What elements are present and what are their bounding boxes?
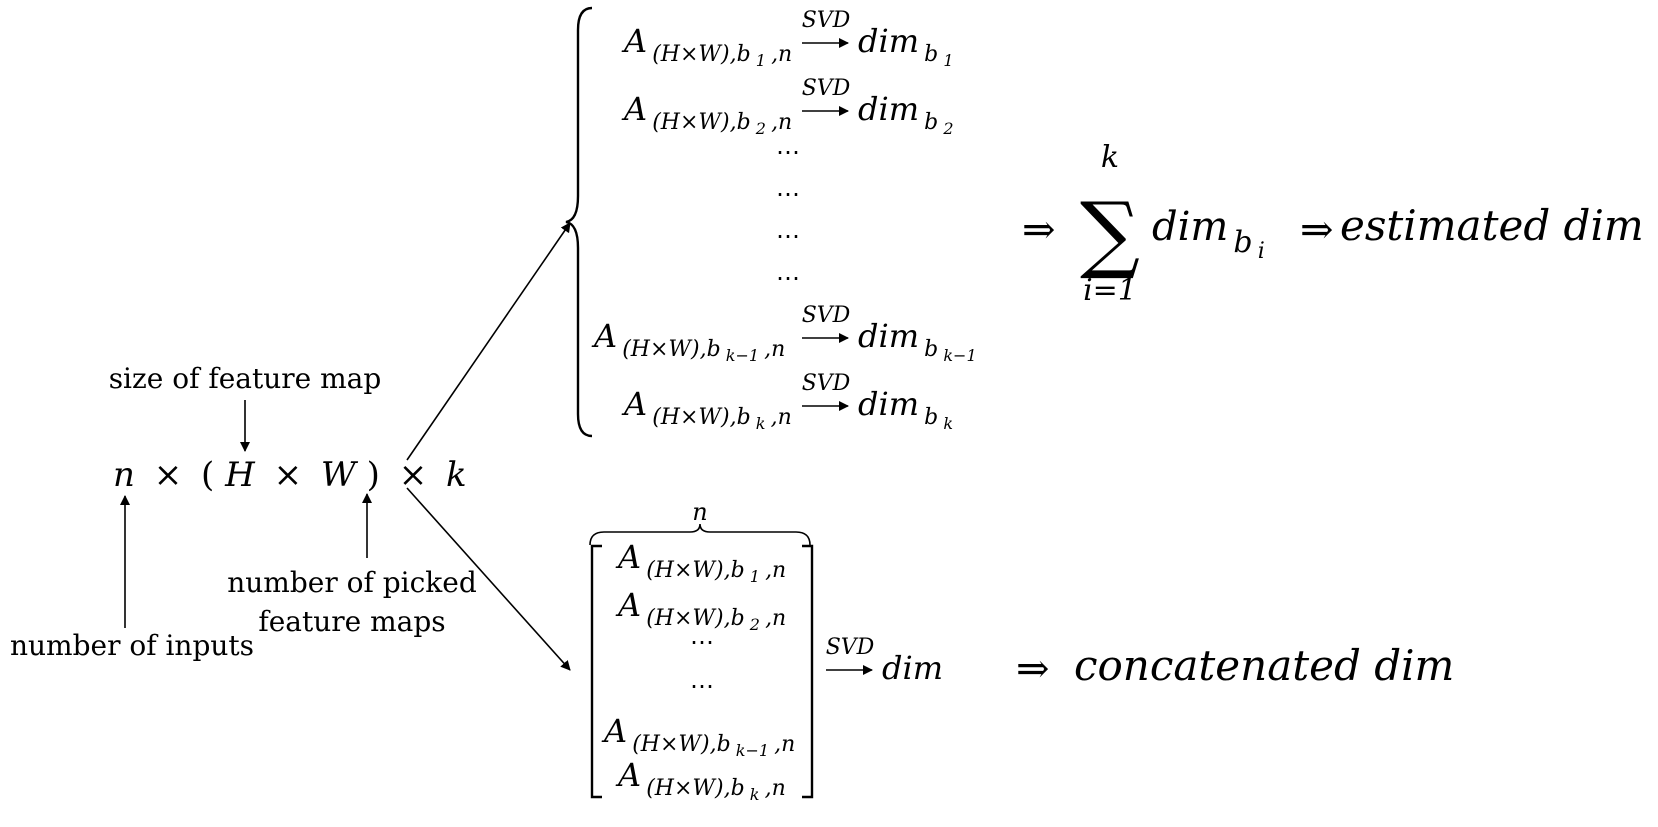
top-row-2-dim: dim <box>858 90 919 128</box>
svg-text:A (H×W),b k: A (H×W),b k ,n <box>621 385 792 433</box>
top-result: ⇒ k ∑ i=1 dim b i ⇒ estimated dim <box>1022 140 1644 308</box>
top-row-k-dim: dim <box>858 385 919 423</box>
matrix-row-1: A (H×W),b 1 ,n <box>615 538 786 586</box>
top-row-k-minus-1: A (H×W),b k−1 ,n SVD dim b k−1 <box>591 303 977 365</box>
top-ellipsis-1: ⋯ <box>776 138 800 166</box>
concatenated-dim-label: concatenated dim <box>1074 641 1454 690</box>
svg-text:A (H×W),b k−1: A (H×W),b k−1 ,n <box>601 712 795 760</box>
matrix-row-1-A: A <box>615 538 641 576</box>
svg-text:dim b k−1: dim b k−1 <box>858 317 977 365</box>
matrix-left-bracket <box>590 544 602 799</box>
matrix-right-bracket <box>802 544 814 799</box>
top-row-1-dim: dim <box>858 22 919 60</box>
matrix-ellipsis-2: ⋯ <box>690 672 714 700</box>
top-row-k-svd-label: SVD <box>802 371 851 396</box>
top-implies-2: ⇒ <box>1300 207 1334 253</box>
matrix-row-2-A: A <box>615 586 641 624</box>
tensor-shape: n × ( H × W ) × k <box>113 455 467 495</box>
top-row-2-svd-label: SVD <box>802 76 851 101</box>
top-row-k-minus-1-A: A <box>591 317 617 355</box>
bottom-dim: dim <box>882 649 943 687</box>
matrix-row-2: A (H×W),b 2 ,n <box>615 586 786 634</box>
annotation-number-of-inputs: number of inputs <box>10 629 254 662</box>
svg-text:A (H×W),b 1: A (H×W),b 1 ,n <box>621 22 792 70</box>
annotation-number-of-picked-line2: feature maps <box>258 605 445 638</box>
sum-symbol: ∑ <box>1080 184 1140 282</box>
top-implies-1: ⇒ <box>1022 207 1056 253</box>
bottom-svd-label: SVD <box>826 635 875 660</box>
tensor-W: W <box>321 455 359 495</box>
top-row-k-minus-1-svd-label: SVD <box>802 303 851 328</box>
top-row-k-minus-1-dim: dim <box>858 317 919 355</box>
top-ellipsis-4: ⋯ <box>776 264 800 292</box>
bottom-brace-label-n: n <box>692 498 707 526</box>
tensor-n: n <box>113 455 135 495</box>
top-row-2: A (H×W),b 2 ,n SVD dim b 2 <box>621 76 954 138</box>
matrix-row-k: A (H×W),b k ,n <box>615 756 786 804</box>
estimated-dim-label: estimated dim <box>1340 201 1644 250</box>
svg-text:A (H×W),b k: A (H×W),b k ,n <box>615 756 786 804</box>
annotation-size-of-feature-map: size of feature map <box>109 362 382 395</box>
top-row-k-A: A <box>621 385 647 423</box>
bottom-implies: ⇒ <box>1016 646 1050 692</box>
matrix-row-k-A: A <box>615 756 641 794</box>
arrow-to-top-branch <box>406 222 571 461</box>
svg-text:A (H×W),b 2: A (H×W),b 2 ,n <box>615 586 786 634</box>
svg-text:dim b i: dim b i <box>1152 204 1265 264</box>
matrix-row-k-minus-1-A: A <box>601 712 627 750</box>
matrix-row-k-minus-1: A (H×W),b k−1 ,n <box>601 712 795 760</box>
matrix-ellipsis-1: ⋯ <box>690 628 714 656</box>
top-row-1: A (H×W),b 1 ,n SVD dim b 1 <box>621 8 954 70</box>
top-row-k: A (H×W),b k ,n SVD dim b k <box>621 371 953 433</box>
top-branch-curly-brace <box>565 6 593 438</box>
tensor-H: H <box>224 455 256 495</box>
top-row-1-A: A <box>621 22 647 60</box>
sum-term-dim: dim <box>1152 204 1228 250</box>
top-ellipsis-2: ⋯ <box>776 180 800 208</box>
svg-text:A (H×W),b 2: A (H×W),b 2 ,n <box>621 90 792 138</box>
arrow-to-bottom-branch <box>406 487 571 671</box>
svg-text:dim b 1: dim b 1 <box>858 22 954 70</box>
top-row-1-svd-label: SVD <box>802 8 851 33</box>
bottom-result: ⇒ concatenated dim <box>1016 641 1454 692</box>
svg-text:A (H×W),b 1: A (H×W),b 1 ,n <box>615 538 786 586</box>
bottom-overbrace <box>589 523 811 546</box>
top-ellipsis-3: ⋯ <box>776 222 800 250</box>
top-row-2-A: A <box>621 90 647 128</box>
sum-upper-limit: k <box>1101 140 1119 175</box>
svg-text:dim b k: dim b k <box>858 385 953 433</box>
svg-text:dim b 2: dim b 2 <box>858 90 954 138</box>
tensor-k: k <box>446 455 467 495</box>
svg-text:A (H×W),b k−1: A (H×W),b k−1 ,n <box>591 317 785 365</box>
sum-lower-limit: i=1 <box>1083 273 1137 308</box>
annotation-number-of-picked-line1: number of picked <box>227 566 477 599</box>
